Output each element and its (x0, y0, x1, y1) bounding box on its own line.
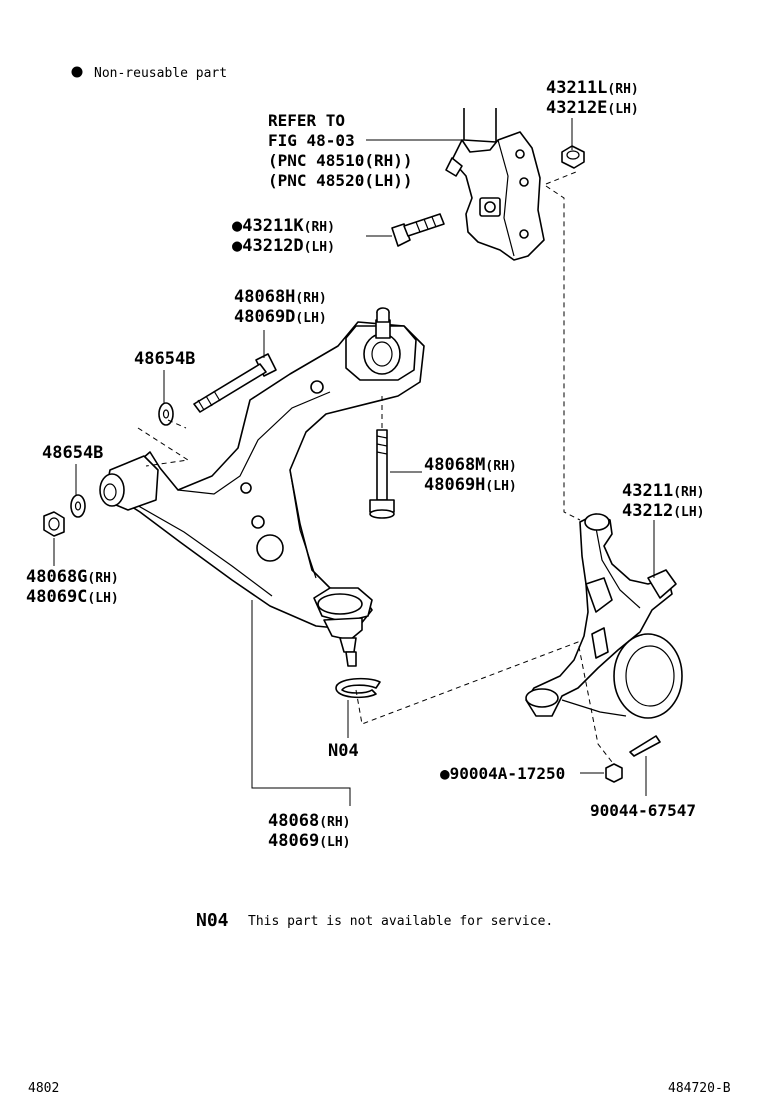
bushing-nut (43, 511, 65, 537)
steering-knuckle (525, 513, 683, 719)
footer-figure: 484720-B (668, 1081, 731, 1096)
label-48069H: 48069H(LH) (424, 475, 517, 495)
label-43211K: ●43211K(RH) (232, 216, 335, 236)
lower-control-arm (99, 307, 425, 667)
cotter-pin (629, 735, 661, 757)
refer-line-2: FIG 48-03 (268, 131, 355, 150)
label-90044-67547: 90044-67547 (590, 801, 696, 820)
washer-upper (158, 402, 174, 426)
alignment-lines (137, 171, 613, 763)
label-48069D: 48069D(LH) (234, 307, 327, 327)
label-43211L: 43211L(RH) (546, 78, 639, 98)
label-48069C: 48069C(LH) (26, 587, 119, 607)
label-43212: 43212(LH) (622, 501, 705, 521)
label-48654B-lower: 48654B (42, 443, 103, 463)
refer-line-4: (PNC 48520(LH)) (268, 171, 413, 190)
labels: 43211L(RH) 43212E(LH) REFER TO FIG 48-03… (26, 78, 731, 1096)
washer-lower (70, 494, 86, 518)
label-48069: 48069(LH) (268, 831, 351, 851)
label-N04: N04 (328, 741, 359, 761)
legend: Non-reusable part (71, 66, 227, 81)
label-48068H: 48068H(RH) (234, 287, 327, 307)
label-43212E: 43212E(LH) (546, 98, 639, 118)
label-48068G: 48068G(RH) (26, 567, 119, 587)
footer-page: 4802 (28, 1081, 59, 1096)
top-nut (561, 145, 585, 169)
legend-text: Non-reusable part (94, 66, 227, 81)
refer-line-3: (PNC 48510(RH)) (268, 151, 413, 170)
label-43211: 43211(RH) (622, 481, 705, 501)
ball-joint-nut (605, 763, 623, 783)
label-48654B-upper: 48654B (134, 349, 195, 369)
note-code: N04 (196, 910, 229, 931)
non-reusable-bullet-icon (71, 66, 83, 78)
note-text: This part is not available for service. (248, 914, 553, 929)
label-48068: 48068(RH) (268, 811, 351, 831)
leader-lines (53, 118, 655, 806)
refer-line-1: REFER TO (268, 111, 345, 130)
rear-bolt (369, 429, 395, 519)
snap-ring (335, 677, 381, 699)
label-48068M: 48068M(RH) (424, 455, 517, 475)
strut-bolt (391, 213, 445, 247)
label-43212D: ●43212D(LH) (232, 236, 335, 256)
strut-bracket (445, 108, 545, 261)
label-90004A-17250: ●90004A-17250 (440, 764, 565, 783)
